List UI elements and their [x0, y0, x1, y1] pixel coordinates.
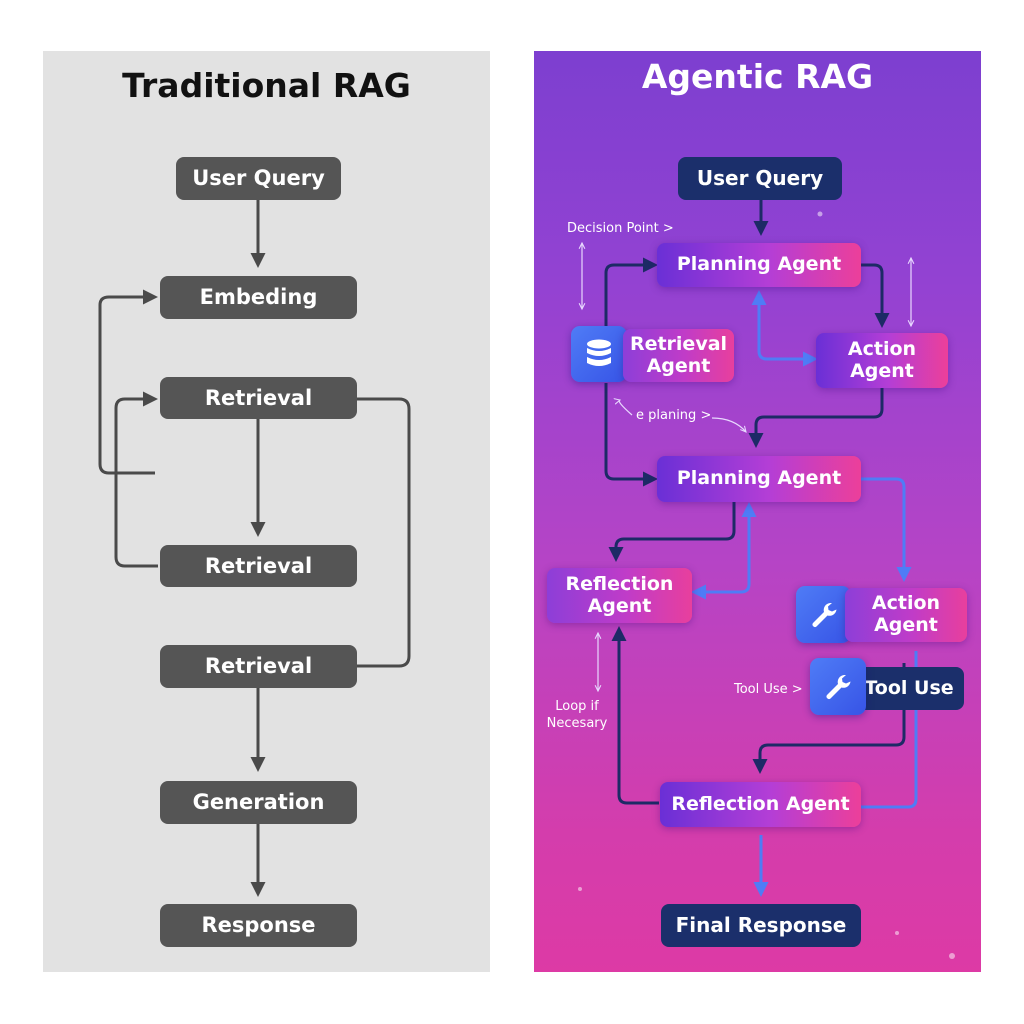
planning-thin-arrow-right	[711, 417, 746, 432]
node-embedding: Embeding	[160, 276, 357, 319]
node-planning-agent-2: Planning Agent	[657, 456, 861, 502]
loop-reflection2-to-reflection1	[611, 626, 659, 805]
wrench-icon	[796, 586, 851, 643]
loop-inner-to-retrieval1	[114, 391, 158, 568]
node-user-query: User Query	[176, 157, 341, 200]
node-generation: Generation	[160, 781, 357, 824]
annotation-loop-if-necessary: Loop if Necesary	[546, 699, 608, 731]
node-retrieval-1: Retrieval	[160, 377, 357, 419]
agentic-rag-title: Agentic RAG	[641, 57, 874, 96]
loop-outer-to-embedding	[98, 289, 158, 475]
arrow-reflection2-to-actionagent2	[861, 651, 918, 809]
traditional-rag-title: Traditional RAG	[122, 66, 411, 105]
arrow-left-rail-up-to-planning1	[604, 257, 658, 331]
node-retrieval-agent: Retrieval Agent	[623, 329, 734, 382]
arrow-action1-to-planning2	[748, 388, 884, 448]
traditional-connectors	[98, 200, 411, 897]
arrow-planning2-to-actionagent2	[861, 477, 912, 582]
node-reflection-agent-1: Reflection Agent	[547, 568, 692, 623]
node-final-response: Final Response	[661, 904, 861, 947]
arrow-planning2-to-reflection1	[608, 502, 736, 562]
agentic-rag-panel: Agentic RAG	[534, 51, 981, 972]
node-action-agent-2: Action Agent	[845, 588, 967, 642]
node-response: Response	[160, 904, 357, 947]
database-icon	[571, 326, 627, 382]
planning-thin-arrow-left	[619, 400, 633, 416]
node-retrieval-3: Retrieval	[160, 645, 357, 688]
node-tool-use: Tool Use	[854, 667, 964, 710]
arrow-planning1-action1-bidirectional	[751, 290, 818, 367]
annotation-tool-use: Tool Use >	[734, 682, 803, 697]
arrow-left-rail-down-to-planning2	[604, 383, 658, 487]
annotation-planning: e planing >	[636, 408, 712, 423]
node-action-agent-1: Action Agent	[816, 333, 948, 388]
node-retrieval-2: Retrieval	[160, 545, 357, 587]
arrow-tooluse-to-reflection2	[752, 663, 906, 774]
arrow-planning1-to-action1	[861, 263, 890, 328]
agentic-connectors	[578, 200, 955, 959]
wrench-icon	[810, 658, 866, 715]
traditional-rag-panel: Traditional RAG User Query Embeding Retr…	[43, 51, 490, 972]
node-planning-agent-1: Planning Agent	[657, 243, 861, 287]
node-user-query: User Query	[678, 157, 842, 200]
sparkle-decoration	[578, 211, 955, 959]
node-reflection-agent-2: Reflection Agent	[660, 782, 861, 827]
loop-retrieval-right	[356, 397, 411, 668]
arrow-reflection1-to-planning2	[691, 502, 757, 600]
annotation-decision-point: Decision Point >	[567, 221, 674, 236]
